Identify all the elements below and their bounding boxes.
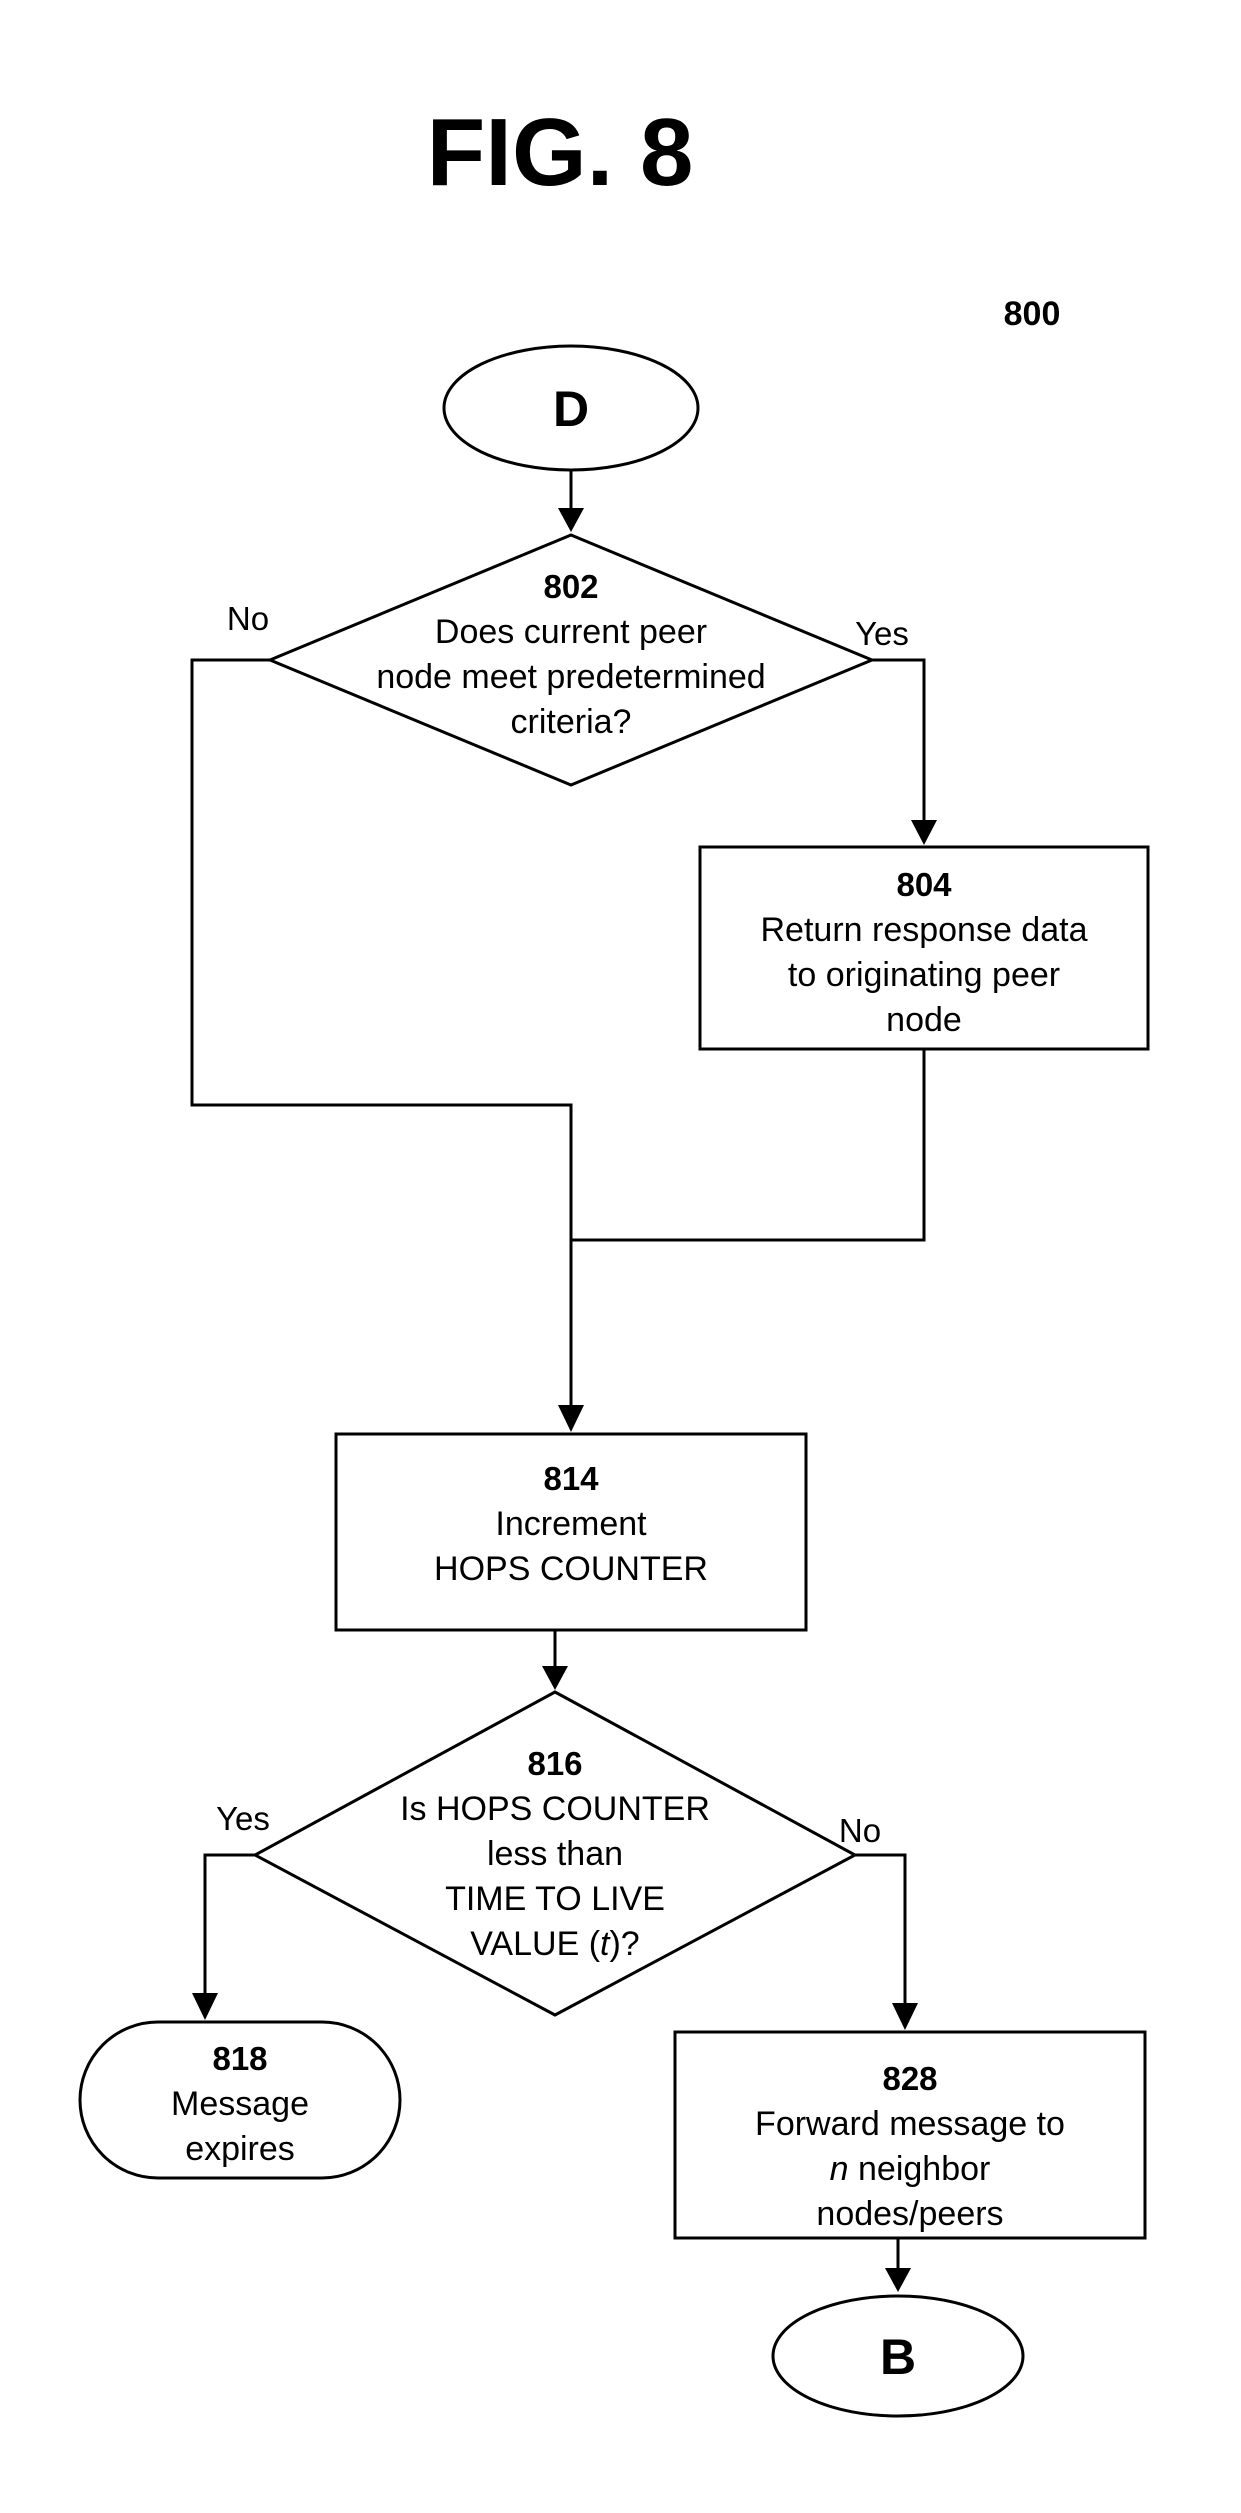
connector-end: B bbox=[773, 2296, 1023, 2416]
process-814-line-1: Increment bbox=[495, 1505, 647, 1543]
process-804-number: 804 bbox=[896, 866, 952, 903]
process-804-line-2: to originating peer bbox=[788, 956, 1060, 994]
decision-816-no-label: No bbox=[839, 1812, 881, 1849]
connector-start-label: D bbox=[553, 381, 589, 437]
connector-start: D bbox=[444, 346, 698, 470]
decision-816-line-4: VALUE (t)? bbox=[470, 1925, 639, 1963]
terminal-818-line-2: expires bbox=[185, 2130, 295, 2168]
terminal-818: 818 Message expires bbox=[80, 2022, 400, 2178]
decision-816-number: 816 bbox=[527, 1745, 582, 1782]
figure-reference-number: 800 bbox=[1004, 295, 1061, 333]
process-828-line-3: nodes/peers bbox=[816, 2195, 1003, 2233]
process-828-number: 828 bbox=[882, 2060, 937, 2097]
terminal-818-number: 818 bbox=[212, 2040, 267, 2077]
decision-816-yes-label: Yes bbox=[216, 1800, 270, 1837]
process-804-line-1: Return response data bbox=[761, 911, 1088, 949]
process-814-line-2: HOPS COUNTER bbox=[434, 1550, 708, 1588]
decision-802-yes-label: Yes bbox=[855, 615, 909, 652]
decision-816-line-3: TIME TO LIVE bbox=[445, 1880, 665, 1918]
process-814: 814 Increment HOPS COUNTER bbox=[336, 1434, 806, 1630]
connector-end-label: B bbox=[880, 2329, 916, 2385]
terminal-818-line-1: Message bbox=[171, 2085, 309, 2123]
decision-802: 802 Does current peer node meet predeter… bbox=[270, 535, 872, 785]
process-804: 804 Return response data to originating … bbox=[700, 847, 1148, 1049]
process-828-line-1: Forward message to bbox=[755, 2105, 1065, 2143]
process-828-line-2: n neighbor bbox=[830, 2150, 991, 2188]
decision-816: 816 Is HOPS COUNTER less than TIME TO LI… bbox=[255, 1692, 855, 2015]
decision-802-line-3: criteria? bbox=[511, 703, 632, 741]
decision-802-number: 802 bbox=[543, 568, 598, 605]
decision-802-no-label: No bbox=[227, 600, 269, 637]
process-828: 828 Forward message to n neighbor nodes/… bbox=[675, 2032, 1145, 2238]
decision-816-line-1: Is HOPS COUNTER bbox=[400, 1790, 710, 1828]
decision-802-line-2: node meet predetermined bbox=[376, 658, 765, 696]
decision-816-line-2: less than bbox=[487, 1835, 623, 1873]
process-804-line-3: node bbox=[886, 1001, 962, 1039]
figure-title: FIG. 8 bbox=[427, 99, 694, 206]
process-814-number: 814 bbox=[543, 1460, 599, 1497]
decision-802-line-1: Does current peer bbox=[435, 613, 707, 651]
